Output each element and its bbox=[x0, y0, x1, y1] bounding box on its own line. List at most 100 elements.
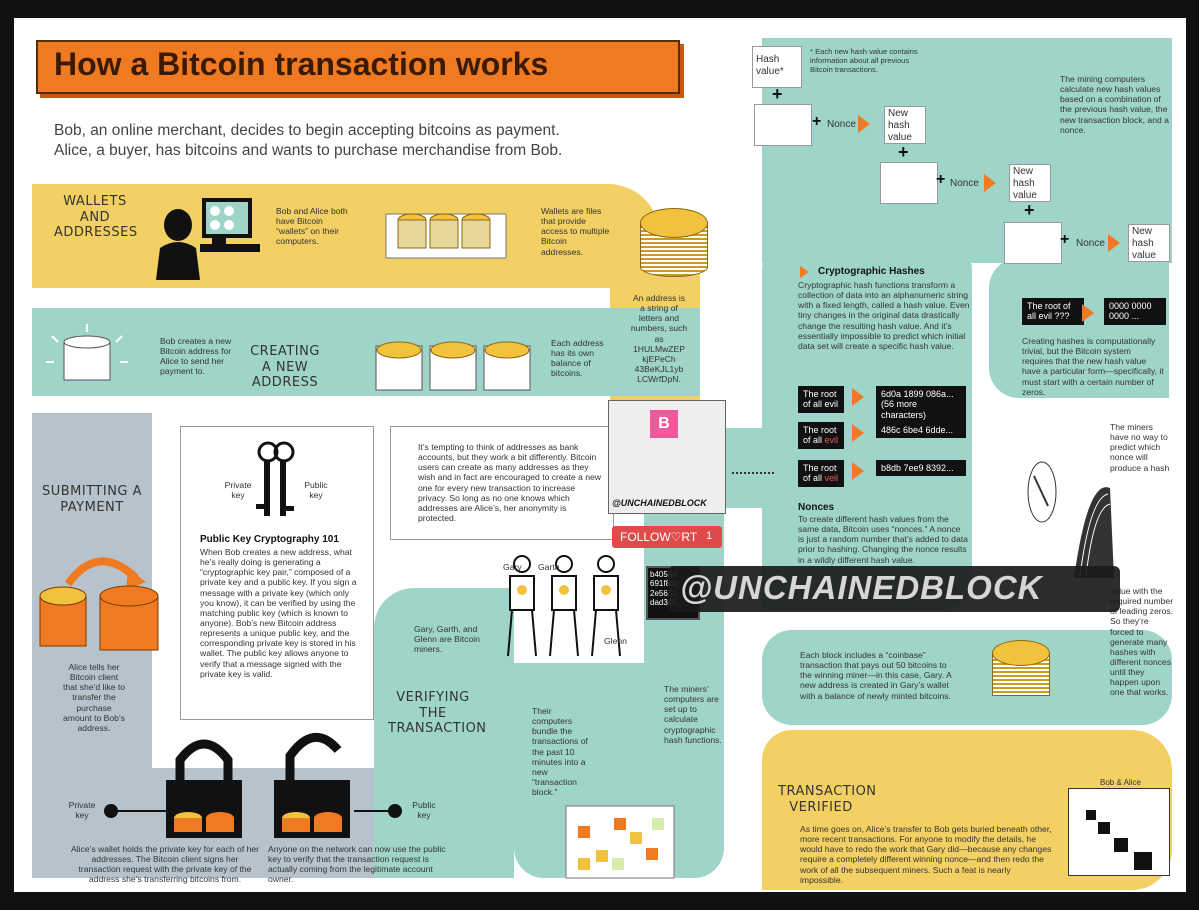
plus-6: + bbox=[1060, 231, 1070, 248]
new-hash-3-box bbox=[1128, 224, 1170, 262]
blocks-stack-icon bbox=[1068, 788, 1170, 876]
watermark-small-handle: @UNCHAINEDBLOCK bbox=[612, 498, 707, 508]
crypto-body: Cryptographic hash functions transform a… bbox=[798, 280, 970, 351]
miners-names-text: Gary, Garth, and Glenn are Bitcoin miner… bbox=[414, 624, 480, 655]
screen-code-text: b4056d 691f8dc 2e5630 dad345 bbox=[650, 570, 679, 608]
pkc-body: When Bob creates a new address, what he’… bbox=[200, 547, 357, 679]
private-key-line bbox=[110, 810, 166, 812]
subtitle-line2: Alice, a buyer, has bitcoins and wants t… bbox=[54, 142, 563, 159]
follow-text: FOLLOW♡RT bbox=[620, 530, 698, 544]
verifying-band bbox=[374, 588, 514, 878]
page-title: How a Bitcoin transaction works bbox=[54, 46, 549, 82]
dotted-connector bbox=[732, 472, 774, 474]
coinbase-text: Each block includes a “coinbase” transac… bbox=[800, 650, 952, 701]
tempting-box bbox=[390, 426, 614, 540]
creating-heading: CREATING A NEW ADDRESS bbox=[250, 344, 320, 391]
wallets-band bbox=[32, 184, 660, 288]
root-evil-q-box: The root of all evil ??? bbox=[1022, 298, 1084, 325]
hash-value-label: Hash value* bbox=[756, 54, 784, 77]
zeros-arrow bbox=[1082, 304, 1094, 322]
watermark-banner bbox=[668, 566, 1120, 612]
new-hash-2-box bbox=[1009, 164, 1051, 202]
new-address-icon bbox=[46, 324, 128, 381]
pkc-box bbox=[180, 426, 374, 720]
bob-alice-label: Bob & Alice bbox=[1100, 778, 1141, 787]
public-key-line bbox=[354, 810, 394, 812]
plus-4: + bbox=[936, 171, 946, 188]
follow-badge bbox=[612, 526, 722, 548]
hash-input-line1: The root bbox=[803, 425, 837, 435]
hash-input-prefix: of all bbox=[803, 473, 825, 484]
computers-bundle-text: Their computers bundle the transactions … bbox=[532, 706, 588, 798]
zeros-band bbox=[989, 258, 1169, 398]
alice-wallet-text: Alice’s wallet holds the private key for… bbox=[70, 844, 260, 885]
nonces-title: Nonces bbox=[798, 502, 835, 513]
submitting-heading: SUBMITTING A PAYMENT bbox=[41, 484, 143, 515]
miner-garth-label: Garth bbox=[538, 562, 560, 572]
hash-value-box bbox=[752, 46, 802, 88]
zeros-box: 0000 0000 0000 ... bbox=[1104, 298, 1166, 325]
new-hash-1-label: New hash value bbox=[888, 108, 912, 143]
plus-2: + bbox=[812, 113, 822, 130]
each-address-text: Each address has its own balance of bitc… bbox=[551, 338, 604, 379]
locked-padlock-icon bbox=[166, 739, 242, 838]
block-1 bbox=[754, 104, 812, 146]
hash-input-line1: The root bbox=[803, 463, 837, 473]
private-key-dot bbox=[104, 804, 118, 818]
crypto-title: Cryptographic Hashes bbox=[818, 266, 925, 277]
three-addresses-icon bbox=[375, 341, 531, 391]
miner-gary-label: Gary bbox=[503, 562, 522, 572]
pkc-private-key-label: Private key bbox=[224, 480, 252, 501]
miners-no-way-text: The miners have no way to predict which … bbox=[1110, 422, 1170, 473]
wallets-files-text: Wallets are files that provide access to… bbox=[541, 206, 610, 257]
infographic-canvas: How a Bitcoin transaction works Bob, an … bbox=[14, 18, 1186, 892]
hash-input-word: veil bbox=[824, 473, 839, 484]
block-2 bbox=[880, 162, 938, 204]
address-string-text: An address is a string of letters and nu… bbox=[630, 293, 688, 385]
public-key-label: Public key bbox=[412, 800, 436, 821]
miner-glenn-label: Glenn bbox=[604, 636, 627, 646]
nonces-body: To create different hash values from the… bbox=[798, 514, 968, 565]
mining-computers-text: The mining computers calculate new hash … bbox=[1060, 74, 1169, 135]
block-3 bbox=[1004, 222, 1062, 264]
mini-lock-4 bbox=[1134, 852, 1152, 870]
mini-lock-2 bbox=[1098, 822, 1110, 834]
miners-computers-text: The miners’ computers are set up to calc… bbox=[664, 684, 722, 745]
bitcoin-coin-icon bbox=[640, 208, 708, 238]
hash-input-prefix: of all bbox=[803, 399, 825, 410]
bob-alice-wallets-text: Bob and Alice both have Bitcoin “wallets… bbox=[276, 206, 348, 247]
verified-heading: TRANSACTION VERIFIED bbox=[778, 784, 877, 815]
keys-icon bbox=[256, 441, 295, 516]
hash-note-text: * Each new hash value contains informati… bbox=[810, 47, 918, 74]
title-banner bbox=[36, 40, 680, 94]
hash-output-box: 6d0a 1899 086a... (56 more characters) bbox=[876, 386, 966, 424]
arrow-1 bbox=[858, 115, 870, 133]
coinbase-coin-icon bbox=[992, 640, 1050, 666]
root-evil-q-line1: The root of bbox=[1027, 301, 1071, 311]
alice-tells-text: Alice tells her Bitcoin client that she’… bbox=[62, 662, 126, 733]
plus-5: + bbox=[1024, 200, 1035, 220]
hash-arrow bbox=[852, 424, 864, 442]
hash-input-line2: of all evil bbox=[803, 435, 839, 445]
arrow-3 bbox=[1108, 234, 1120, 252]
subtitle-line1: Bob, an online merchant, decides to begi… bbox=[54, 122, 560, 139]
hash-arrow bbox=[852, 462, 864, 480]
hash-input-prefix: of all bbox=[803, 435, 825, 446]
transaction-block-icon bbox=[565, 805, 675, 879]
mini-lock-1 bbox=[1086, 810, 1096, 820]
value-with-text: value with the required number of leadin… bbox=[1110, 586, 1174, 698]
creating-band bbox=[32, 308, 700, 396]
unlocked-padlock-icon bbox=[274, 732, 350, 838]
hash-input-line1: The root bbox=[803, 389, 837, 399]
pkc-public-key-label: Public key bbox=[304, 480, 328, 501]
hash-input-line2: of all evil bbox=[803, 399, 839, 409]
nonce-3-label: Nonce bbox=[1076, 238, 1105, 249]
hash-input-line2: of all veil bbox=[803, 473, 839, 483]
plus-3: + bbox=[898, 142, 909, 162]
person-computer-icon bbox=[156, 198, 260, 280]
pkc-title: Public Key Cryptography 101 bbox=[200, 534, 339, 545]
verifying-heading: VERIFYING THE TRANSACTION bbox=[388, 690, 487, 737]
hash-input-word: evil bbox=[824, 435, 839, 446]
